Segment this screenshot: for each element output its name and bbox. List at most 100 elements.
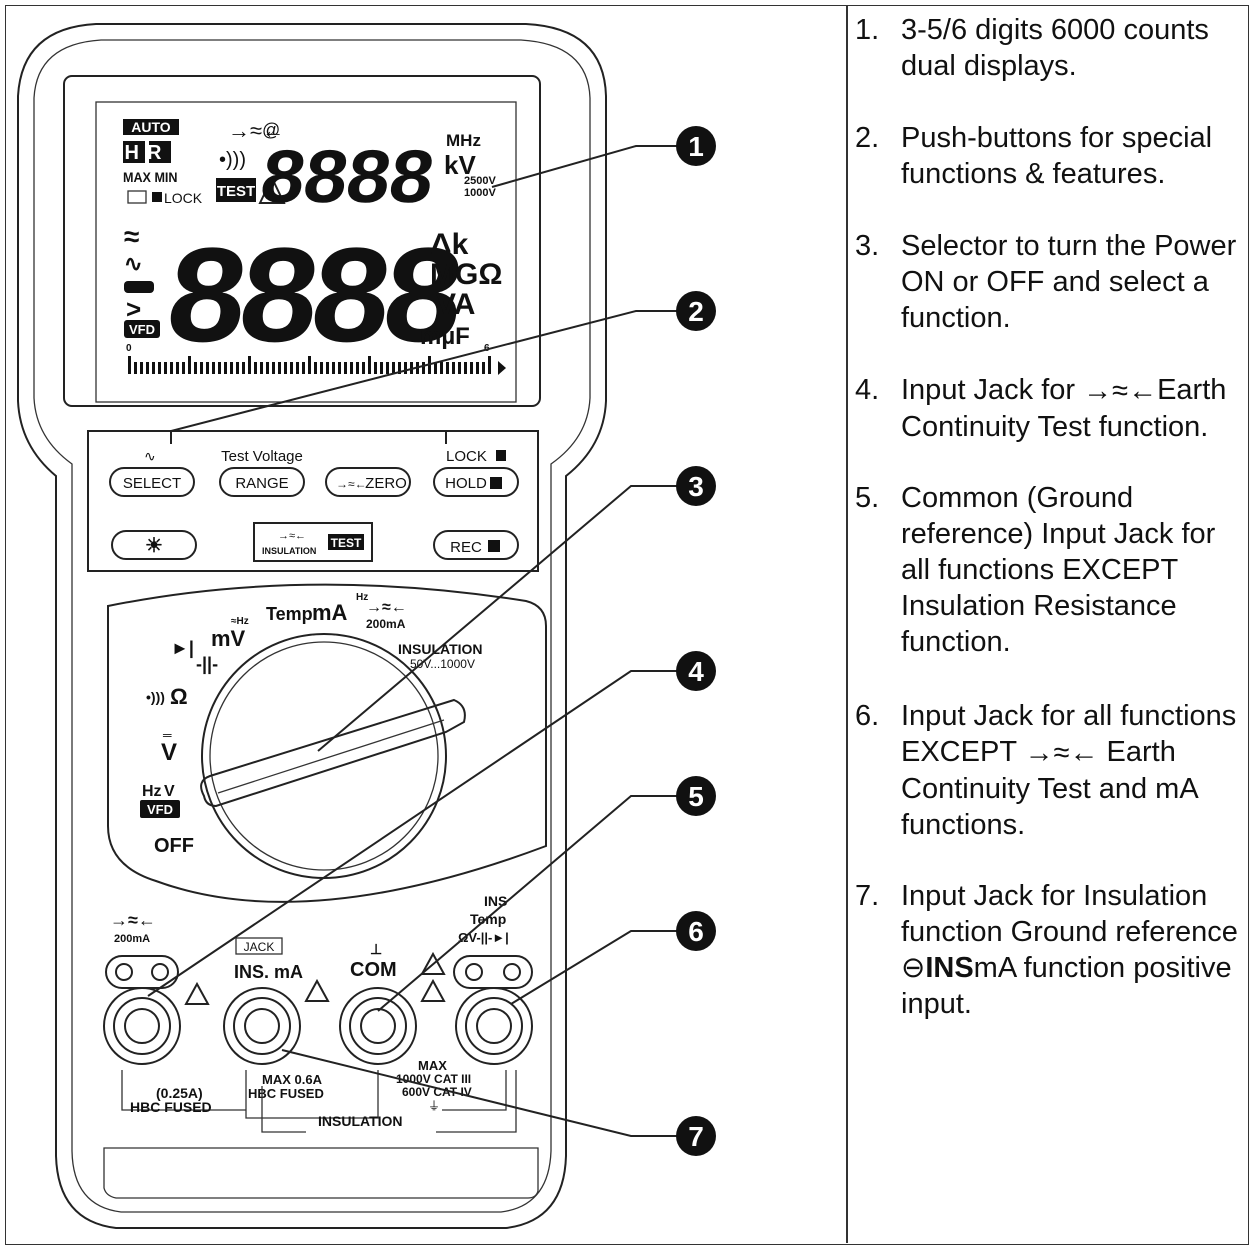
leader-lines [147, 145, 678, 1137]
warning-icon [258, 175, 286, 204]
callout-7: 7 [676, 1116, 716, 1156]
svg-text:2: 2 [688, 296, 704, 327]
jack-label-box [235, 937, 283, 955]
legend-text: 3-5/6 digits 6000 counts dual displays. [901, 14, 1209, 82]
legend-text: Selector to turn the Power ON or OFF and… [901, 230, 1237, 334]
svg-text:4: 4 [688, 656, 704, 687]
insulation-bar-label: INSULATION [318, 1113, 403, 1129]
jack-ins-ma: INS. mA [234, 962, 303, 982]
jack-ins-plus: INS [484, 893, 507, 909]
svg-text:REC: REC [450, 539, 482, 556]
dial-mv: mV [211, 626, 246, 651]
cat-max: MAX [418, 1058, 447, 1073]
bargraph-tick [128, 356, 131, 374]
bargraph-tick [296, 362, 299, 374]
lcd-secondary-digits: 8888 [253, 137, 437, 226]
rotary-knob-handle[interactable] [200, 698, 466, 808]
bargraph-tick [458, 362, 461, 374]
dial-beep-icon: •))) [146, 689, 165, 705]
legend-num: 3. [855, 230, 880, 262]
warning-icon-4 [420, 978, 446, 1002]
dial-v-ac: V [164, 783, 175, 800]
bargraph-tick [176, 362, 179, 374]
dial-v-dc: V [161, 739, 177, 766]
bargraph-tick [290, 362, 293, 374]
callout-5: 5 [676, 776, 716, 816]
svg-text:SELECT: SELECT [123, 475, 181, 492]
bargraph-tick [356, 362, 359, 374]
bargraph-tick [374, 362, 377, 374]
jack-label: JACK [244, 940, 275, 954]
cat-iii: 1000V CAT III [396, 1072, 471, 1086]
legend-num: 2. [855, 122, 880, 154]
bargraph-tick [314, 362, 317, 374]
continuity-arrow-icon: →≈← [1083, 375, 1158, 408]
jack-ins-ma-socket[interactable] [223, 987, 301, 1065]
bargraph-tick [320, 362, 323, 374]
continuity-arrow-icon: →≈← [1024, 737, 1099, 770]
select-button[interactable]: SELECT [109, 467, 195, 497]
lcd-bezel [63, 75, 541, 407]
multimeter-diagram: .t { font-family:"Liberation Sans", sans… [17, 23, 716, 1229]
column-divider [846, 5, 848, 1243]
callout-6: 6 [676, 911, 716, 951]
hbc-fused-1: HBC FUSED [130, 1099, 212, 1115]
bargraph-tick [200, 362, 203, 374]
lcd-test: TEST [217, 183, 255, 200]
dial-zone [107, 583, 547, 903]
bargraph-tick [446, 362, 449, 374]
dial-hz-label: Hz [142, 783, 162, 800]
dial-dc-v-bar: ═ [162, 728, 172, 742]
continuity-icon: →≈← [336, 477, 367, 491]
backlight-button[interactable]: ☀ [111, 530, 197, 560]
dial-ma: mA [312, 600, 348, 625]
fuse-bracket-left [121, 1070, 246, 1111]
callout-3: 3 [676, 466, 716, 506]
bargraph-tick [452, 362, 455, 374]
cat-iv: 600V CAT IV [402, 1085, 472, 1099]
warning-icon-2 [304, 978, 330, 1002]
bargraph-tick [164, 362, 167, 374]
hbc-fused-2: HBC FUSED [248, 1086, 324, 1101]
bargraph-tick [194, 362, 197, 374]
range-button[interactable]: RANGE [219, 467, 305, 497]
jack-omega-cap-diode-icon: ΩV-||-►| [458, 930, 509, 945]
lcd-mgohm: MGΩ [430, 258, 502, 291]
legend-item-1: 1. 3-5/6 digits 6000 counts dual display… [855, 12, 1246, 84]
zero-button[interactable]: →≈← ZERO [325, 467, 411, 497]
bargraph-tick [440, 362, 443, 374]
legend-item-6: 6. Input Jack for all functions EXCEPT →… [855, 698, 1246, 843]
callout-2: 2 [676, 291, 716, 331]
legend-item-4: 4. Input Jack for →≈←Earth Continuity Te… [855, 372, 1246, 445]
rotary-knob-groove [217, 719, 445, 794]
ground-icon: ⏚ [428, 1099, 440, 1113]
svg-text:7: 7 [688, 1121, 704, 1152]
insulation-bracket [261, 1070, 517, 1133]
lcd-scale-start: 0 [126, 343, 132, 354]
button-panel [87, 430, 539, 572]
jack-v-socket[interactable] [455, 987, 533, 1065]
jack-200ma-socket[interactable] [103, 987, 181, 1065]
jack-com-socket[interactable] [339, 987, 417, 1065]
beep-icon: •))) [219, 149, 246, 171]
bargraph-tick [392, 362, 395, 374]
insulation-test-button[interactable]: →≈← INSULATION TEST [253, 522, 373, 562]
legend-text: Input Jack for Insulation function Groun… [901, 880, 1238, 1020]
svg-text:TEST: TEST [331, 536, 362, 550]
legend-text: Push-buttons for special functions & fea… [901, 122, 1213, 190]
bargraph-tick [260, 362, 263, 374]
bargraph-tick [464, 362, 467, 374]
bargraph-tick [482, 362, 485, 374]
legend-text: Input Jack for →≈←Earth Continuity Test … [901, 374, 1227, 444]
rec-button[interactable]: REC [433, 530, 519, 560]
hold-button[interactable]: HOLD [433, 467, 519, 497]
lcd-primary-digits: 8888 [156, 225, 465, 384]
bargraph-tick [218, 362, 221, 374]
bargraph-arrow [498, 361, 506, 375]
bargraph-tick [146, 362, 149, 374]
dial-insulation: INSULATION [398, 641, 483, 657]
ac-dc-icon: ≈ [124, 221, 139, 252]
bargraph-tick [230, 362, 233, 374]
greater-than-icon: > [126, 294, 141, 324]
insulation-arrow-icon: →≈← [278, 530, 306, 542]
